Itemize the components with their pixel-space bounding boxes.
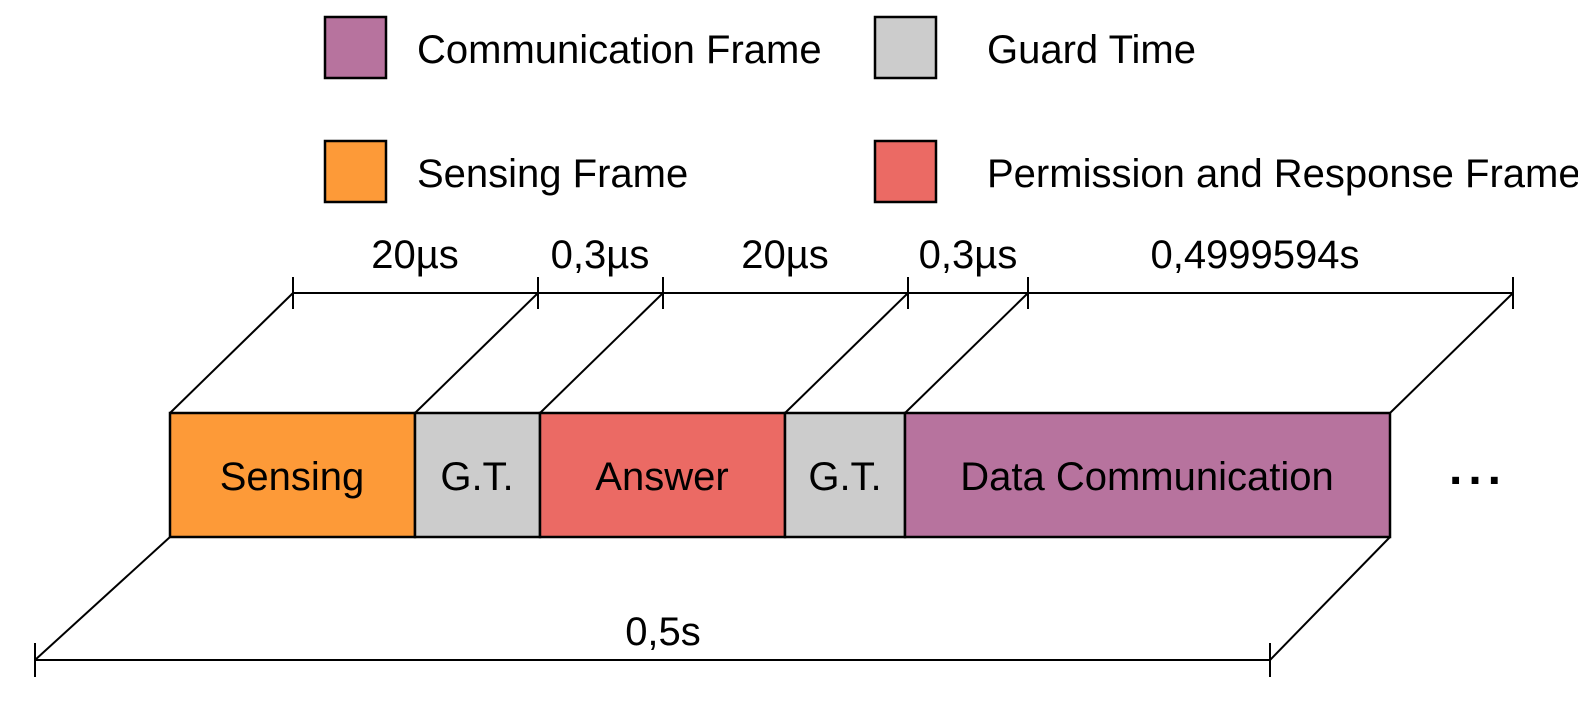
total-duration-label: 0,5s: [625, 610, 701, 654]
segment-sensing-label: Sensing: [220, 455, 365, 499]
perspective-line: [539, 292, 664, 414]
segment-guard-1: [413, 411, 542, 539]
communication-frame-label: Communication Frame: [417, 28, 822, 72]
duration-label-guard-2: 0,3µs: [919, 233, 1018, 277]
guard-time-swatch: [873, 15, 938, 80]
perspective-line: [34, 536, 171, 661]
segment-guard-2: [783, 411, 907, 539]
segment-answer: [538, 411, 787, 539]
perspective-line: [1389, 292, 1514, 414]
sensing-frame-label: Sensing Frame: [417, 152, 688, 196]
segment-answer-label: Answer: [595, 455, 728, 499]
segment-sensing: [168, 411, 417, 539]
bottom-total-axis: 0,5s: [34, 536, 1391, 677]
guard-time-label: Guard Time: [987, 28, 1196, 72]
segment-guard-1-label: G.T.: [440, 455, 513, 499]
ellipsis-more-frames: ...: [1449, 442, 1507, 495]
perspective-line: [904, 292, 1029, 414]
top-perspective-lines: [169, 292, 1514, 414]
segment-data-communication: [903, 411, 1392, 539]
sensing-frame-swatch: [323, 139, 388, 204]
perspective-line: [169, 292, 294, 414]
communication-frame-swatch: [323, 15, 388, 80]
duration-label-answer: 20µs: [741, 233, 829, 277]
timeline-bar: Sensing G.T. Answer G.T. Data Communicat…: [168, 411, 1507, 539]
legend: Communication Frame Guard Time Sensing F…: [323, 15, 1578, 204]
perspective-line: [1269, 536, 1391, 661]
permission-response-frame-swatch: [873, 139, 938, 204]
duration-label-sensing: 20µs: [371, 233, 459, 277]
perspective-line: [414, 292, 539, 414]
duration-label-guard-1: 0,3µs: [551, 233, 650, 277]
top-duration-axis: 20µs 0,3µs 20µs 0,3µs 0,4999594s: [292, 233, 1514, 309]
segment-guard-2-label: G.T.: [808, 455, 881, 499]
segment-data-communication-label: Data Communication: [960, 455, 1334, 499]
perspective-line: [784, 292, 909, 414]
duration-label-data-communication: 0,4999594s: [1150, 233, 1359, 277]
permission-response-frame-label: Permission and Response Frame: [987, 152, 1578, 196]
